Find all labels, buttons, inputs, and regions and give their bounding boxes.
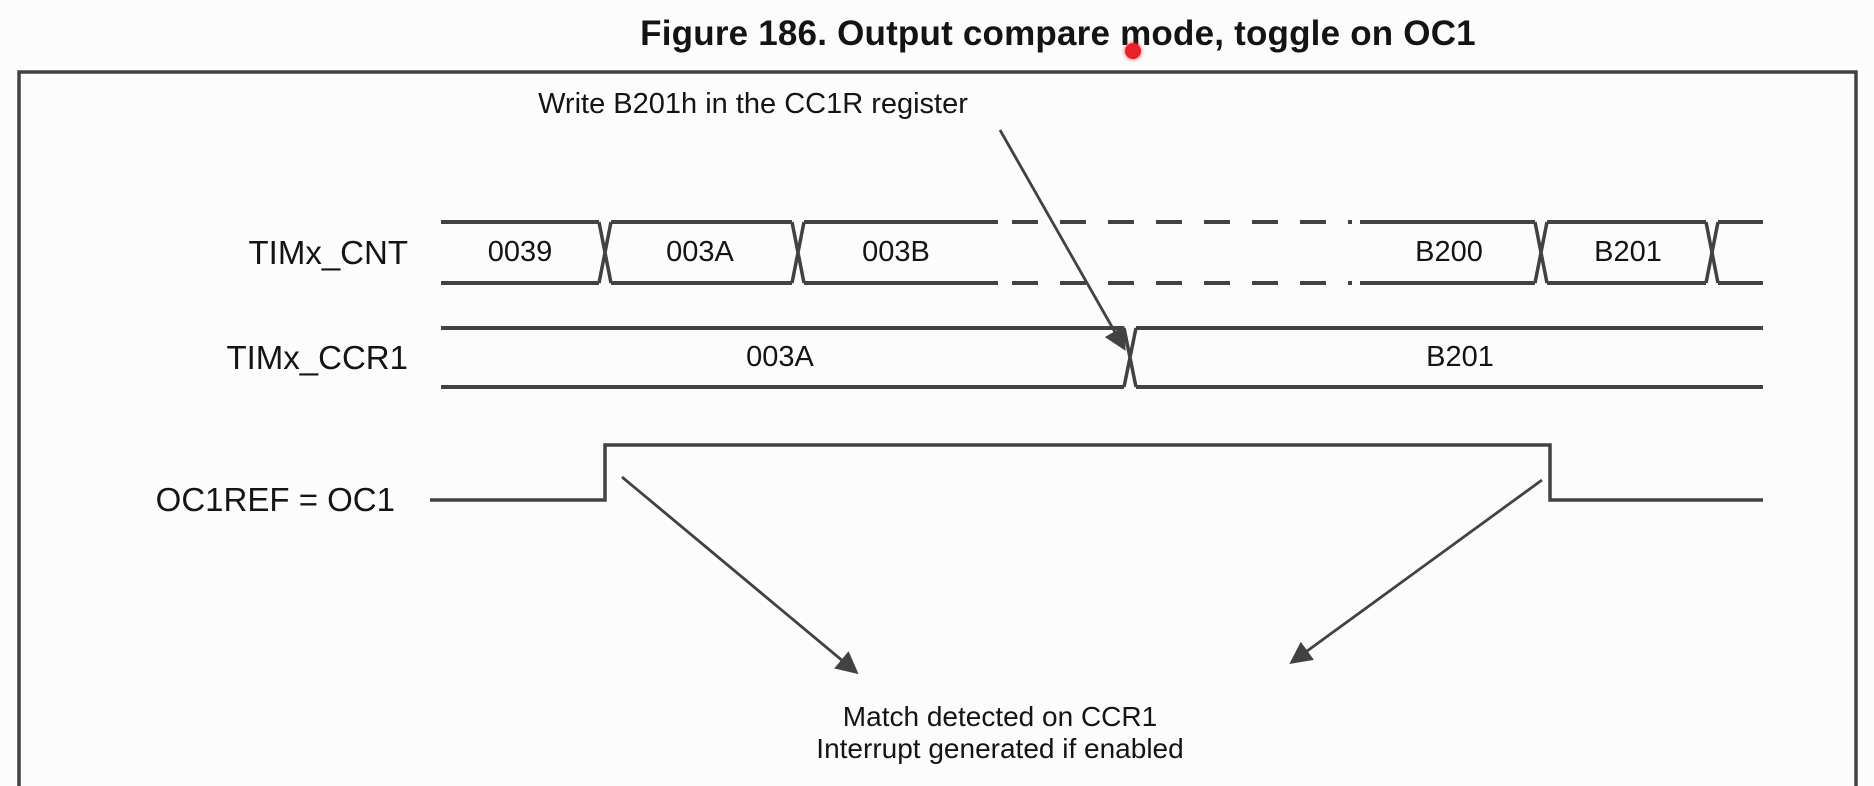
red-cursor-dot-icon — [1125, 43, 1141, 59]
cnt-bus-dashed-section — [1012, 220, 1352, 285]
cnt-bus-rails-right — [1360, 220, 1763, 285]
signal-label-timx-cnt: TIMx_CNT — [248, 233, 409, 271]
match-arrow-left — [621, 475, 859, 675]
cnt-cell-value: 0039 — [487, 236, 553, 268]
ccr1-bus-transition — [1122, 327, 1138, 388]
figure-frame — [17, 70, 1858, 786]
ccr1-bus-rails — [441, 326, 1763, 389]
ccr1-cell-value: 003A — [746, 341, 814, 373]
write-annotation-text: Write B201h in the CC1R register — [538, 88, 968, 120]
cnt-cell-value: 003A — [666, 236, 734, 268]
cnt-cell-value: B200 — [1415, 236, 1483, 268]
signal-label-timx-ccr1: TIMx_CCR1 — [226, 338, 408, 376]
write-annotation-arrow — [998, 129, 1126, 351]
cnt-bus-rails-left — [441, 220, 998, 285]
match-note-line1: Match detected on CCR1 — [842, 701, 1158, 732]
oc1ref-waveform — [430, 443, 1763, 502]
match-arrow-right — [1289, 478, 1543, 664]
cnt-cell-value: 003B — [862, 236, 930, 268]
cnt-cell-value: B201 — [1594, 236, 1662, 268]
cnt-bus-transitions-left — [597, 221, 806, 284]
cnt-bus-transitions-right — [1533, 221, 1720, 284]
ccr1-cell-value: B201 — [1426, 341, 1494, 373]
figure-title: Figure 186. Output compare mode, toggle … — [640, 14, 1476, 53]
signal-label-oc1ref: OC1REF = OC1 — [155, 481, 395, 518]
match-note-line2: Interrupt generated if enabled — [816, 733, 1184, 764]
